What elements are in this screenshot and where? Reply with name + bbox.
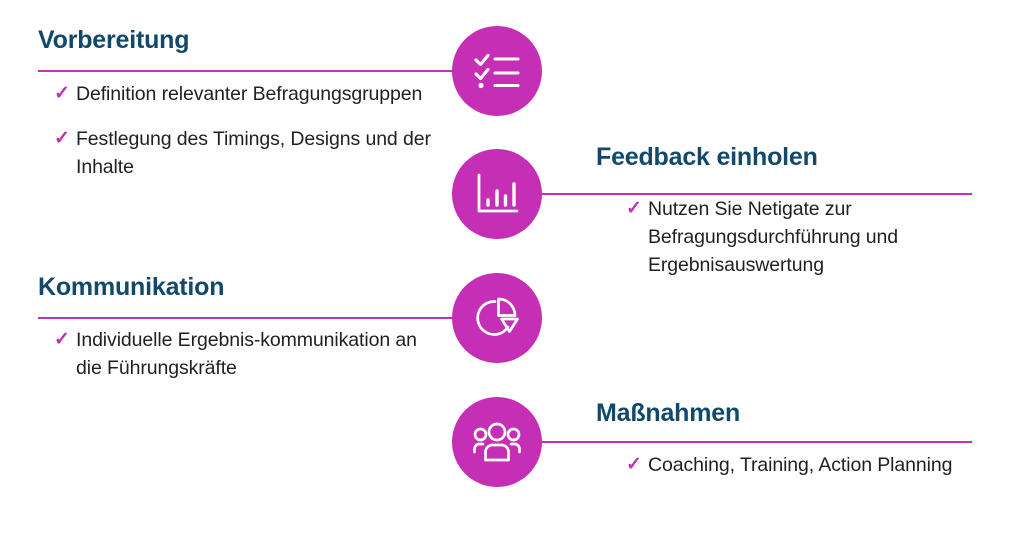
check-icon: ✓ xyxy=(626,453,642,475)
check-icon: ✓ xyxy=(626,197,642,219)
list-item: ✓ Individuelle Ergebnis-kommunikation an… xyxy=(38,326,438,382)
section-feedback-einholen: Feedback einholen ✓ Nutzen Sie Netigate … xyxy=(596,143,996,279)
list-item: ✓ Coaching, Training, Action Planning xyxy=(596,451,996,479)
check-icon: ✓ xyxy=(54,328,70,350)
people-group-icon xyxy=(473,422,521,462)
section-vorbereitung: Vorbereitung ✓ Definition relevanter Bef… xyxy=(38,26,438,181)
section-title-feedback-einholen: Feedback einholen xyxy=(596,143,818,171)
list-item: ✓ Festlegung des Timings, Designs und de… xyxy=(38,125,438,181)
checklist-icon xyxy=(474,51,520,91)
bullet-text: Coaching, Training, Action Planning xyxy=(648,453,953,476)
connector-line-massnahmen xyxy=(538,441,972,443)
icon-circle-kommunikation xyxy=(452,273,542,363)
bullet-text: Individuelle Ergebnis-kommunikation an d… xyxy=(76,328,417,379)
check-icon: ✓ xyxy=(54,127,70,149)
connector-line-kommunikation xyxy=(38,317,458,319)
icon-circle-massnahmen xyxy=(452,397,542,487)
bar-chart-icon xyxy=(475,173,519,215)
pie-chart-icon xyxy=(474,296,520,340)
bullet-list-kommunikation: ✓ Individuelle Ergebnis-kommunikation an… xyxy=(38,313,438,382)
bullet-text: Definition relevanter Befragungsgruppen xyxy=(76,82,423,105)
connector-line-vorbereitung xyxy=(38,70,458,72)
icon-circle-feedback-einholen xyxy=(452,149,542,239)
connector-line-feedback-einholen xyxy=(538,193,972,195)
bullet-text: Festlegung des Timings, Designs und der … xyxy=(76,127,431,178)
bullet-list-feedback-einholen: ✓ Nutzen Sie Netigate zur Befragungsdurc… xyxy=(596,183,996,279)
bullet-list-massnahmen: ✓ Coaching, Training, Action Planning xyxy=(596,439,996,479)
list-item: ✓ Definition relevanter Befragungsgruppe… xyxy=(38,80,438,108)
section-kommunikation: Kommunikation ✓ Individuelle Ergebnis-ko… xyxy=(38,273,438,382)
section-title-massnahmen: Maßnahmen xyxy=(596,399,741,427)
icon-circle-vorbereitung xyxy=(452,26,542,116)
list-item: ✓ Nutzen Sie Netigate zur Befragungsdurc… xyxy=(596,195,996,279)
bullet-list-vorbereitung: ✓ Definition relevanter Befragungsgruppe… xyxy=(38,66,438,181)
bullet-text: Nutzen Sie Netigate zur Befragungsdurchf… xyxy=(648,197,899,276)
section-massnahmen: Maßnahmen ✓ Coaching, Training, Action P… xyxy=(596,399,996,479)
check-icon: ✓ xyxy=(54,82,70,104)
section-title-vorbereitung: Vorbereitung xyxy=(38,26,190,54)
section-title-kommunikation: Kommunikation xyxy=(38,273,225,301)
